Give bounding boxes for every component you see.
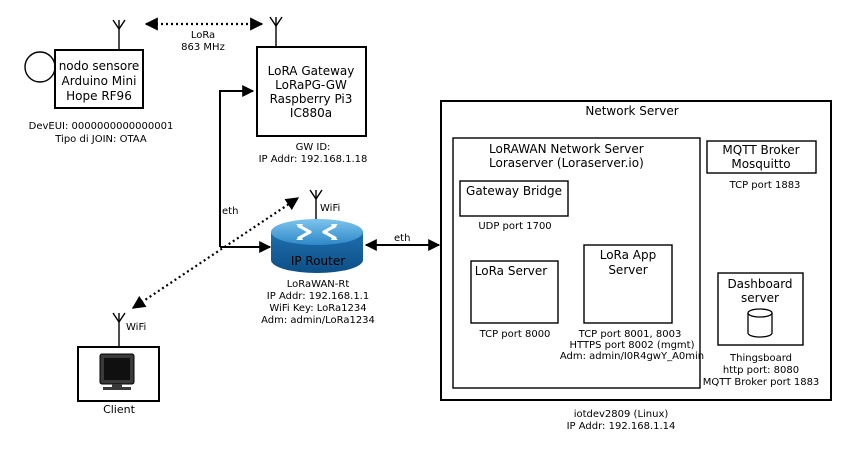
lora-link-frequency: 863 MHz [181, 42, 225, 53]
computer-icon [99, 353, 135, 390]
sensor-line2: Arduino Mini [62, 74, 137, 88]
gateway-ip: IP Addr: 192.168.1.18 [259, 154, 368, 165]
dashboard-server: Dashboard server Thingsboard http port: … [703, 272, 820, 388]
app-server-line1: LoRa App [600, 248, 657, 262]
wifi-link-line [131, 197, 300, 309]
eth-link-router-server: eth [364, 233, 441, 251]
gateway-line4: IC880a [290, 106, 332, 120]
lorawan-network-server: LoRAWAN Network Server Loraserver (Loras… [452, 137, 704, 389]
dashboard-mqtt-port: MQTT Broker port 1883 [703, 377, 820, 388]
client: WiFi Client [77, 312, 160, 416]
router-wifi-label: WiFi [320, 203, 340, 214]
network-server: Network Server iotdev2809 (Linux) IP Add… [440, 100, 832, 432]
ip-router: WiFi IP Router LoRaWAN-Rt IP Addr: 192.1… [261, 189, 375, 326]
gateway-bridge-port: UDP port 1700 [478, 221, 551, 232]
sensor-circle-icon [24, 51, 56, 83]
router-wifi-key: WiFi Key: LoRa1234 [269, 303, 366, 314]
gateway-line2: LoRaPG-GW [275, 78, 347, 92]
client-wifi-label: WiFi [126, 322, 146, 333]
mqtt-broker-line1: MQTT Broker [722, 143, 799, 157]
mqtt-broker: MQTT Broker Mosquitto TCP port 1883 [706, 140, 817, 191]
router-admin: Adm: admin/LoRa1234 [261, 315, 375, 326]
sensor-join-type: Tipo di JOIN: OTAA [54, 134, 147, 145]
network-server-ip: IP Addr: 192.168.1.14 [567, 421, 676, 432]
lora-radio-link: LoRa 863 MHz [144, 17, 264, 53]
lora-server-label: LoRa Server [475, 264, 547, 278]
gateway-antenna-icon [269, 16, 283, 47]
sensor-box [54, 49, 144, 109]
dashboard-line2: server [741, 291, 779, 305]
mqtt-broker-box [706, 140, 817, 174]
dashboard-line1: Dashboard [727, 277, 792, 291]
app-server-port2: HTTPS port 8002 (mgmt) [570, 340, 695, 351]
lora-gateway: LoRA Gateway LoRaPG-GW Raspberry Pi3 IC8… [256, 16, 368, 165]
app-server-admin: Adm: admin/I0R4gwY_A0min [560, 351, 704, 362]
sensor-line3: Hope RF96 [66, 89, 132, 103]
lorawan-line1: LoRAWAN Network Server [489, 142, 644, 156]
client-label: Client [103, 403, 136, 416]
lorawan-line2: Loraserver (Loraserver.io) [489, 156, 644, 170]
app-server-box [583, 244, 673, 324]
router-ip: IP Addr: 192.168.1.1 [267, 291, 369, 302]
gateway-id: GW ID: [296, 142, 331, 153]
client-antenna-icon [112, 312, 126, 347]
gateway-box [256, 46, 367, 137]
gateway-bridge-label: Gateway Bridge [466, 184, 562, 198]
dashboard-name: Thingsboard [729, 353, 792, 364]
lora-server-box [470, 260, 559, 324]
sensor-line1: nodo sensore [59, 59, 140, 73]
gateway-line3: Raspberry Pi3 [270, 92, 353, 106]
app-server-line2: Server [608, 263, 647, 277]
router-label: IP Router [291, 254, 345, 268]
eth-left-label: eth [222, 206, 238, 217]
network-server-host: iotdev2809 (Linux) [574, 409, 669, 420]
network-server-title: Network Server [585, 104, 678, 118]
gateway-line1: LoRA Gateway [268, 64, 355, 78]
router-name: LoRaWAN-Rt [287, 279, 350, 290]
gateway-bridge-box [459, 180, 569, 217]
dashboard-http-port: http port: 8080 [723, 365, 799, 376]
sensor-antenna-icon [112, 19, 126, 50]
eth-right-label: eth [394, 233, 410, 244]
mqtt-broker-port: TCP port 1883 [729, 180, 801, 191]
lora-link-label: LoRa [191, 30, 215, 41]
sensor-node: nodo sensore Arduino Mini Hope RF96 DevE… [24, 19, 174, 145]
wifi-client-link [131, 197, 300, 309]
app-server-port1: TCP port 8001, 8003 [578, 329, 682, 340]
sensor-deveui: DevEUI: 0000000000000001 [29, 121, 174, 132]
database-icon [747, 308, 773, 338]
mqtt-broker-line2: Mosquitto [731, 157, 790, 171]
lora-server-port: TCP port 8000 [479, 329, 551, 340]
